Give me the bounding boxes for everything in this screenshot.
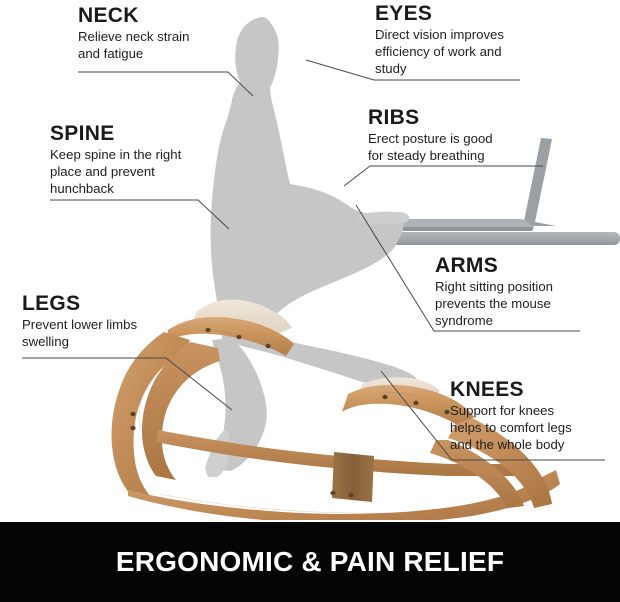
callout-spine-body: Keep spine in the right place and preven… (50, 147, 182, 196)
left-frame (111, 332, 190, 498)
callout-spine: SPINE Keep spine in the right place and … (50, 122, 240, 198)
callout-neck-body: Relieve neck strain and fatigue (78, 29, 190, 61)
callout-eyes-title: EYES (375, 2, 433, 25)
leader-ribs (343, 165, 543, 187)
callout-ribs-title: RIBS (368, 106, 420, 129)
desk-surface (352, 232, 620, 245)
leader-eyes (305, 59, 520, 81)
wooden-kneeling-chair (111, 299, 560, 520)
callout-knees: KNEES Support for knees helps to comfort… (450, 378, 620, 454)
callout-knees-body: Support for knees helps to comfort legs … (450, 403, 572, 452)
callout-arms-title: ARMS (435, 254, 499, 277)
callout-legs: LEGS Prevent lower limbs swelling (22, 292, 197, 351)
callout-neck-title: NECK (78, 4, 139, 27)
callout-knees-title: KNEES (450, 378, 524, 401)
callout-neck: NECK Relieve neck strain and fatigue (78, 4, 263, 63)
leader-knees (380, 370, 605, 461)
leader-spine (50, 199, 230, 230)
callout-legs-title: LEGS (22, 292, 81, 315)
callout-eyes-body: Direct vision improves efficiency of wor… (375, 27, 504, 76)
callout-eyes: EYES Direct vision improves efficiency o… (375, 2, 575, 78)
callout-ribs-body: Erect posture is good for steady breathi… (368, 131, 493, 163)
right-frame (448, 418, 552, 508)
laptop-icon (386, 138, 556, 231)
leader-neck (78, 71, 254, 97)
wood-grain (139, 329, 455, 514)
callout-ribs: RIBS Erect posture is good for steady br… (368, 106, 558, 165)
chair-screws (130, 327, 450, 498)
seat-board (166, 317, 294, 356)
leader-legs (22, 357, 233, 411)
callout-arms-body: Right sitting position prevents the mous… (435, 279, 554, 328)
bottom-banner: ERGONOMIC & PAIN RELIEF (0, 522, 620, 602)
callout-legs-body: Prevent lower limbs swelling (22, 317, 138, 349)
leader-lines (22, 59, 605, 461)
right-inner-rail (430, 440, 524, 508)
left-inner-rail (142, 342, 220, 480)
seated-person-silhouette (205, 17, 418, 477)
infographic-artwork (22, 17, 620, 520)
rocker-runner (128, 470, 560, 520)
callout-arms: ARMS Right sitting position prevents the… (435, 254, 615, 330)
knee-board (342, 384, 474, 428)
walnut-brace (332, 452, 374, 502)
banner-title: ERGONOMIC & PAIN RELIEF (115, 546, 505, 577)
leader-arms (355, 204, 580, 332)
center-rail (156, 430, 520, 476)
callout-spine-title: SPINE (50, 122, 115, 145)
